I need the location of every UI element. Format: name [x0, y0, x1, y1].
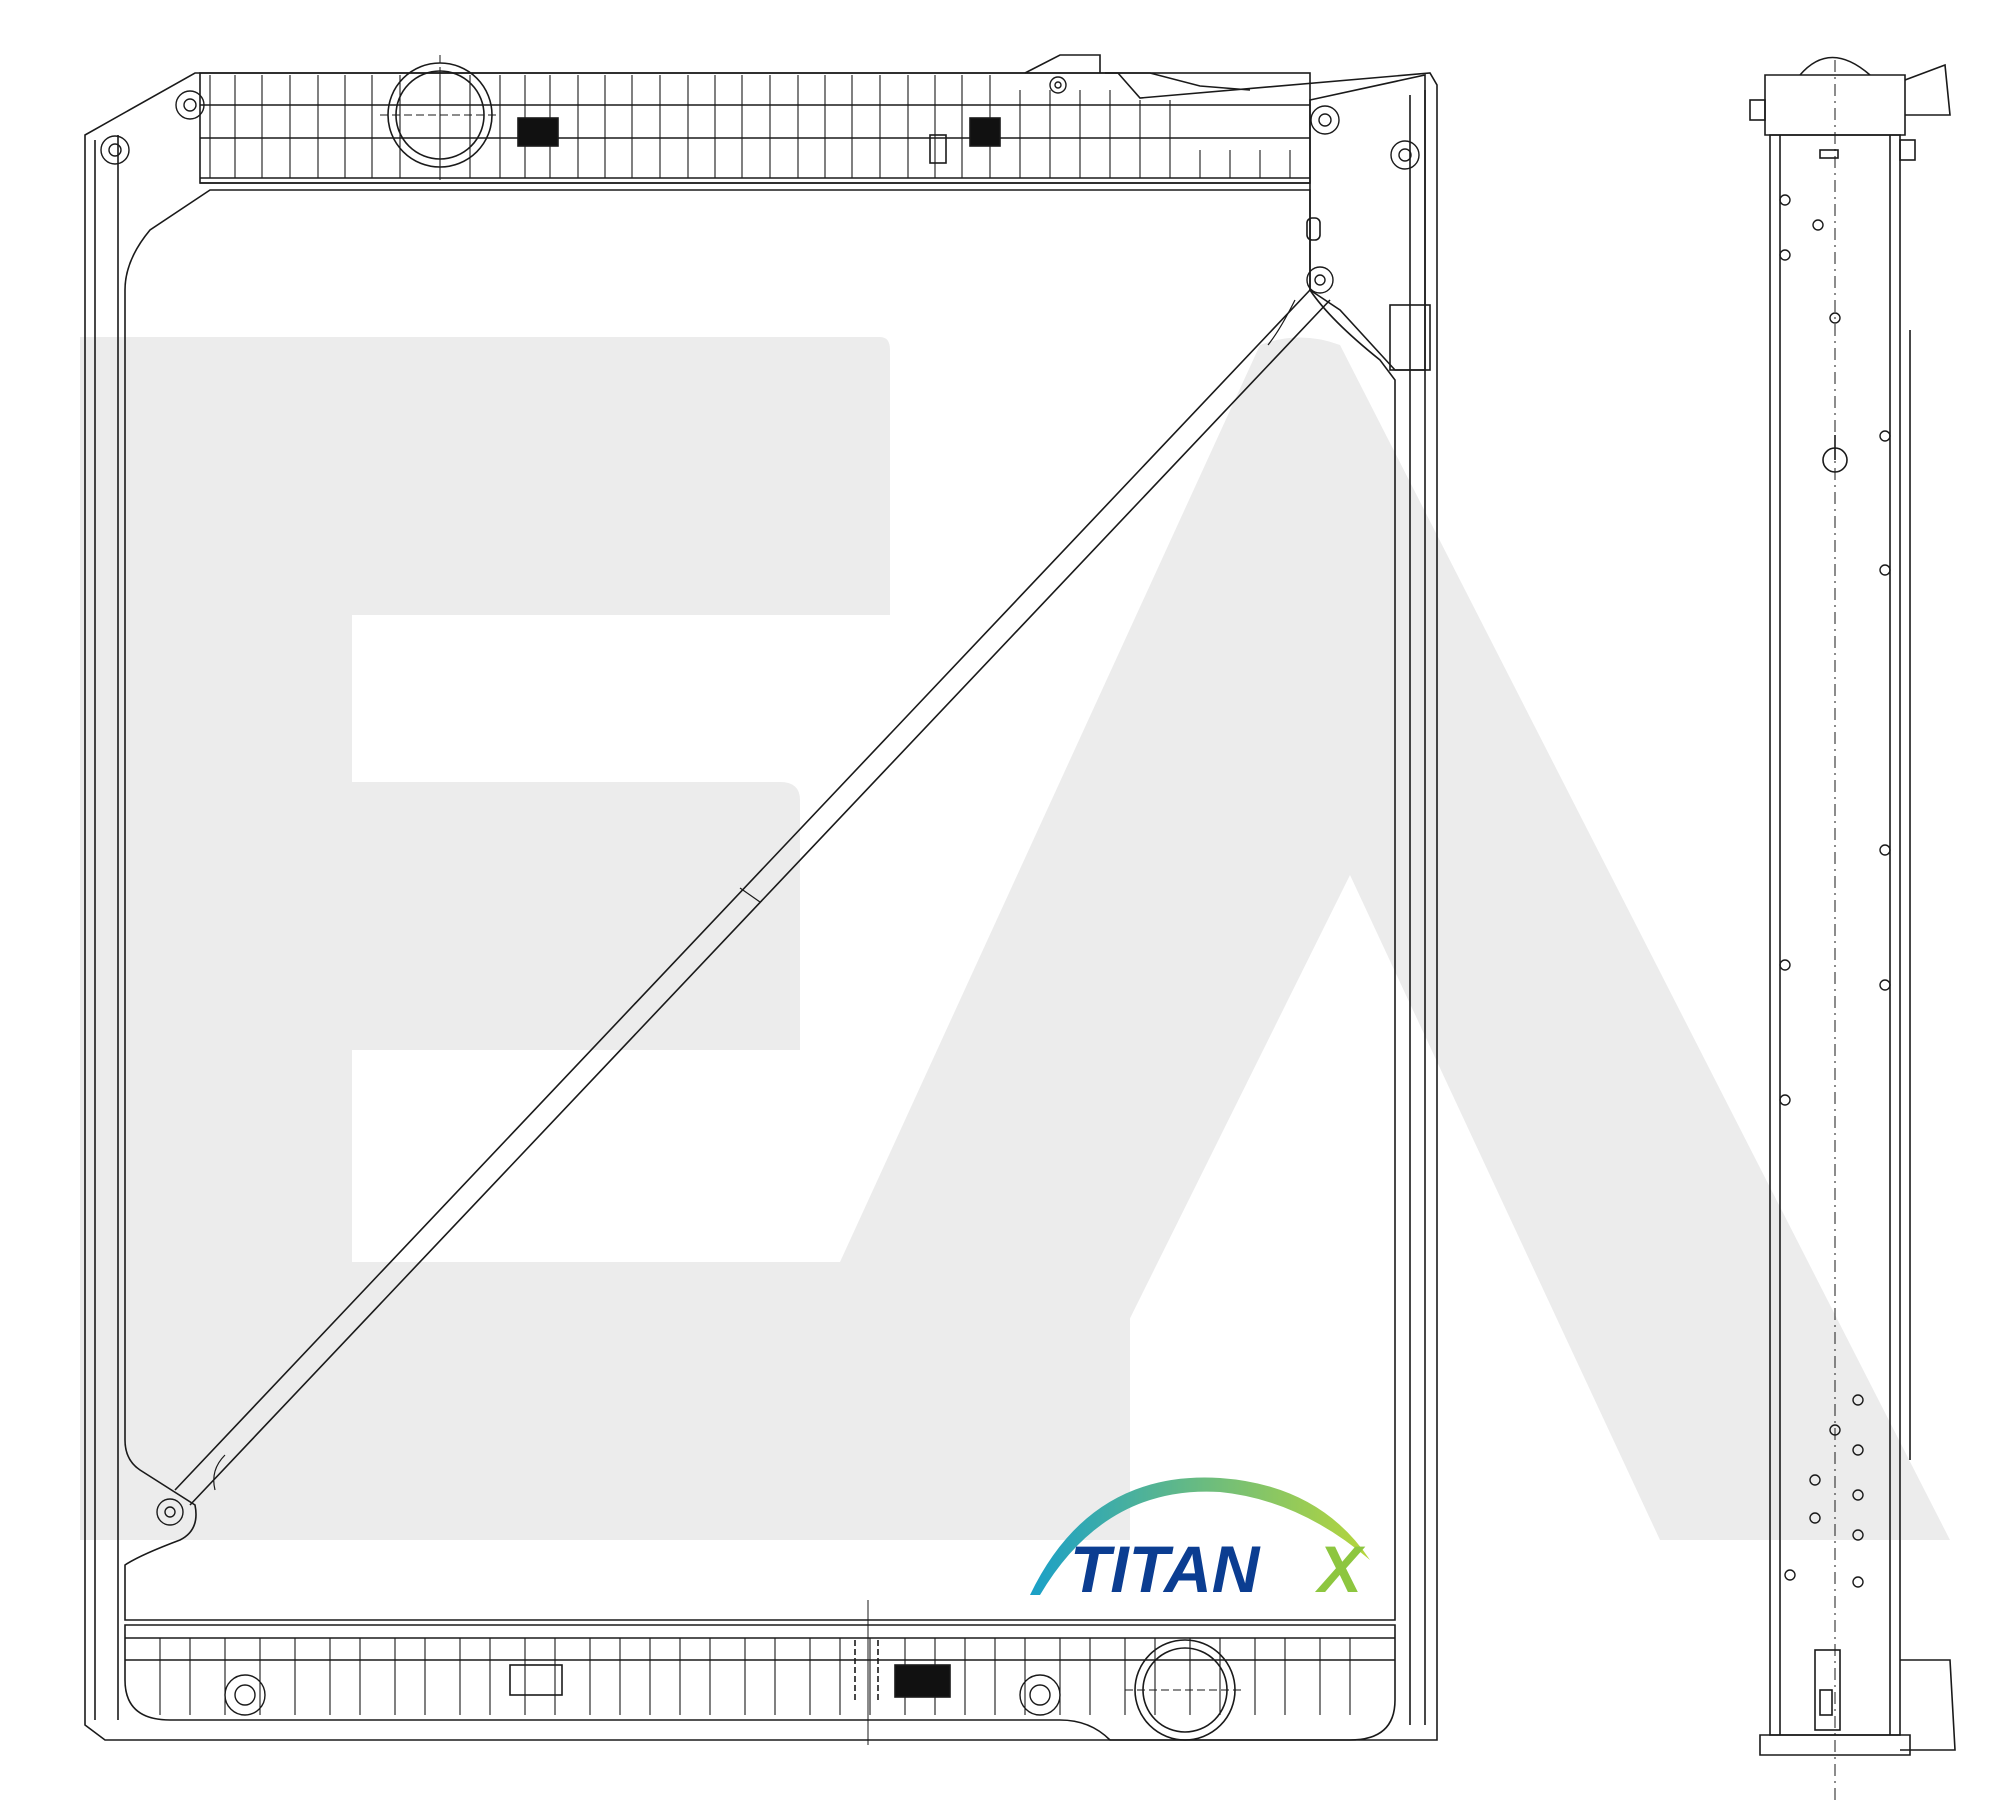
bolt-top-left-1: [175, 90, 205, 120]
bolt-top-left-2: [100, 135, 130, 165]
logo-text-accent: X: [1314, 1532, 1366, 1606]
bolt-top-tank: [1049, 76, 1067, 94]
diagonal-strut: [174, 289, 1331, 1506]
side-bottom-cap: [1759, 1734, 1911, 1756]
logo-swoosh: [1030, 1477, 1370, 1595]
top-tank-marker-2: [969, 117, 1001, 147]
front-view: [84, 54, 1438, 1745]
bottom-tank-marker: [894, 1664, 951, 1698]
logo-text-main: TITAN: [1070, 1532, 1261, 1606]
bolt-bottom-right: [1019, 1674, 1061, 1716]
bottom-tank: [124, 1600, 1396, 1745]
side-view: [1749, 56, 1956, 1800]
watermark-letter-a: [790, 337, 1950, 1540]
right-mounting-bracket: [1306, 74, 1431, 371]
bolt-strut-bottom: [156, 1498, 184, 1526]
front-inner-frame-left: [94, 135, 119, 1720]
top-tank: [199, 54, 1311, 184]
bolt-strut-top: [1306, 266, 1334, 294]
bolt-bottom-left: [224, 1674, 266, 1716]
bolt-top-right-1: [1310, 105, 1340, 135]
top-tank-ribs: [209, 75, 1291, 178]
ea-watermark: [80, 337, 1950, 1540]
core-outline: [124, 189, 1396, 1621]
mounting-bolts: [100, 76, 1420, 1716]
bottom-tank-ribs: [159, 1638, 1351, 1715]
side-keyhole: [1822, 435, 1848, 473]
watermark-letter-e: [80, 337, 1130, 1540]
top-tank-marker-1: [517, 117, 559, 147]
side-holes: [1779, 194, 1891, 1588]
bolt-top-right-2: [1390, 140, 1420, 170]
titanx-logo: TITAN X: [1030, 1477, 1370, 1606]
